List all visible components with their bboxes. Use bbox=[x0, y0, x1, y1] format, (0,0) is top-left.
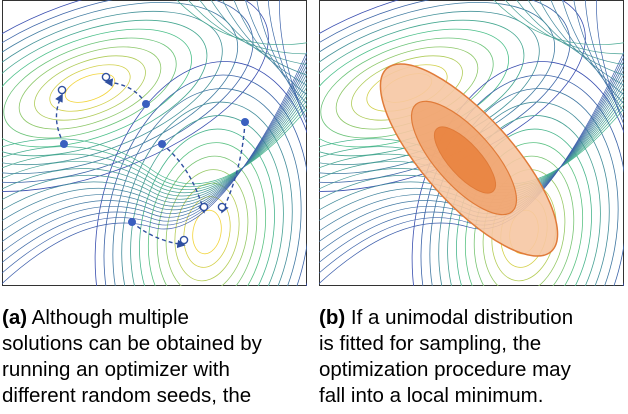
caption-a-line-2: solutions can be obtained by bbox=[2, 332, 262, 355]
optimizer-path-5 bbox=[131, 221, 186, 249]
panel-a-contour-sweep-8 bbox=[2, 77, 307, 221]
panel-b-contours bbox=[319, 0, 624, 286]
caption-a-tag: (a) bbox=[2, 306, 28, 329]
panel-a-contour-corner-7 bbox=[245, 0, 307, 105]
panel-a-svg bbox=[2, 0, 307, 286]
panel-a-contour-corner-5 bbox=[222, 0, 307, 86]
start-point-3 bbox=[158, 140, 166, 148]
start-point-4 bbox=[241, 118, 249, 126]
caption-b-tag: (b) bbox=[319, 306, 346, 329]
panel-b-contour-corner-8 bbox=[573, 0, 624, 113]
panel-b-contour-basin2-11 bbox=[420, 74, 624, 286]
caption-b-line-1: (b) If a unimodal distribution bbox=[319, 305, 624, 331]
panel-a-contour-corner-8 bbox=[256, 0, 307, 113]
panel-a-contour-basin1-2 bbox=[49, 64, 131, 112]
panel-b-contour-corner-7 bbox=[562, 0, 624, 105]
gaussian-inner-ellipse bbox=[433, 126, 497, 194]
panel-b-contour-corner-3 bbox=[516, 0, 624, 65]
panel-b-contour-corner-5 bbox=[539, 0, 624, 86]
panel-a-contour-sweep-4 bbox=[2, 94, 307, 193]
panel-a-contour-corner-4 bbox=[210, 0, 307, 76]
end-point-1 bbox=[57, 85, 67, 95]
panel-b-contour-plot bbox=[319, 0, 624, 286]
panel-a-contour-basin1-4 bbox=[18, 46, 162, 130]
caption-b-text-1: If a unimodal distribution bbox=[350, 306, 574, 329]
panel-a-contour-sweep-10 bbox=[2, 68, 307, 243]
panel-a-contour-basin1-1 bbox=[64, 73, 116, 103]
panel-a-contour-sweep-14 bbox=[2, 51, 307, 285]
panel-a-contour-sweep-1 bbox=[2, 108, 307, 185]
panel-a-contour-basin1-6 bbox=[2, 28, 192, 148]
panel-a-contour-sweep-9 bbox=[2, 72, 307, 232]
panel-a-contour-basin1-11 bbox=[2, 0, 269, 192]
caption-b-line-3: optimization procedure may bbox=[319, 358, 571, 381]
end-point-3 bbox=[199, 202, 209, 212]
panel-a-contour-basin2-1 bbox=[192, 209, 222, 255]
end-point-5 bbox=[179, 235, 189, 245]
caption-b: (b) If a unimodal distribution is fitted… bbox=[319, 305, 624, 409]
gaussian-fit bbox=[379, 63, 559, 257]
start-point-2 bbox=[142, 100, 150, 108]
panel-b-contour-sweep-14 bbox=[319, 51, 624, 285]
optimizer-path-4 bbox=[221, 121, 246, 214]
panel-a-contour-sweep-7 bbox=[2, 81, 307, 211]
panel-a-contour-basin2-5 bbox=[156, 155, 258, 286]
caption-a-line-1: (a) Although multiple bbox=[2, 305, 307, 331]
panel-b-contour-basin2-7 bbox=[456, 128, 592, 286]
caption-b-line-2: is fitted for sampling, the bbox=[319, 332, 542, 355]
panel-a-contour-sweep-6 bbox=[2, 86, 307, 200]
panel-a-contour-basin2-10 bbox=[112, 88, 302, 286]
panel-a-contour-corner-10 bbox=[279, 0, 307, 126]
panel-a-contour-basin2-7 bbox=[139, 128, 275, 286]
caption-a: (a) Although multiple solutions can be o… bbox=[2, 305, 307, 409]
start-point-5 bbox=[128, 218, 136, 226]
caption-a-line-4: different random seeds, the bbox=[2, 384, 252, 407]
caption-a-line-3: running an optimizer with bbox=[2, 358, 230, 381]
panel-b-contour-corner-10 bbox=[596, 0, 624, 126]
optimizer-path-3 bbox=[161, 143, 207, 214]
panel-a-contour-sweep-11 bbox=[2, 64, 307, 253]
caption-b-line-4: fall into a local minimum. bbox=[319, 384, 544, 407]
panel-a-contour-sweep-12 bbox=[2, 59, 307, 264]
panel-a-contour-sweep-3 bbox=[2, 99, 307, 191]
panel-a-contour-plot bbox=[2, 0, 307, 286]
panel-a-contour-corner-9 bbox=[267, 0, 307, 120]
panel-a-contours bbox=[2, 0, 307, 286]
panel-a-contour-basin2-11 bbox=[103, 74, 307, 286]
caption-a-text-1: Although multiple bbox=[31, 306, 189, 329]
panel-b-svg bbox=[319, 0, 624, 286]
panel-a-contour-basin1-3 bbox=[34, 55, 146, 121]
panel-a-contour-sweep-5 bbox=[2, 90, 307, 197]
panel-a-contour-corner-6 bbox=[233, 0, 307, 96]
panel-b-contour-corner-4 bbox=[527, 0, 624, 76]
panel-a-contour-sweep-2 bbox=[2, 103, 307, 188]
panel-b-contour-basin2-10 bbox=[429, 88, 619, 286]
panel-a-contour-basin1-7 bbox=[2, 19, 208, 157]
panel-a-contour-sweep-13 bbox=[2, 55, 307, 274]
panel-b-contour-corner-6 bbox=[550, 0, 624, 96]
panel-b-contour-basin2-8 bbox=[447, 115, 601, 286]
end-point-4 bbox=[217, 202, 227, 212]
panel-b-contour-corner-9 bbox=[584, 0, 624, 120]
panel-a-contour-basin1-10 bbox=[2, 0, 254, 183]
panel-a-contour-basin1-5 bbox=[3, 37, 177, 139]
panel-a-contour-corner-3 bbox=[199, 0, 307, 65]
end-point-2 bbox=[101, 72, 111, 82]
start-point-1 bbox=[60, 140, 68, 148]
